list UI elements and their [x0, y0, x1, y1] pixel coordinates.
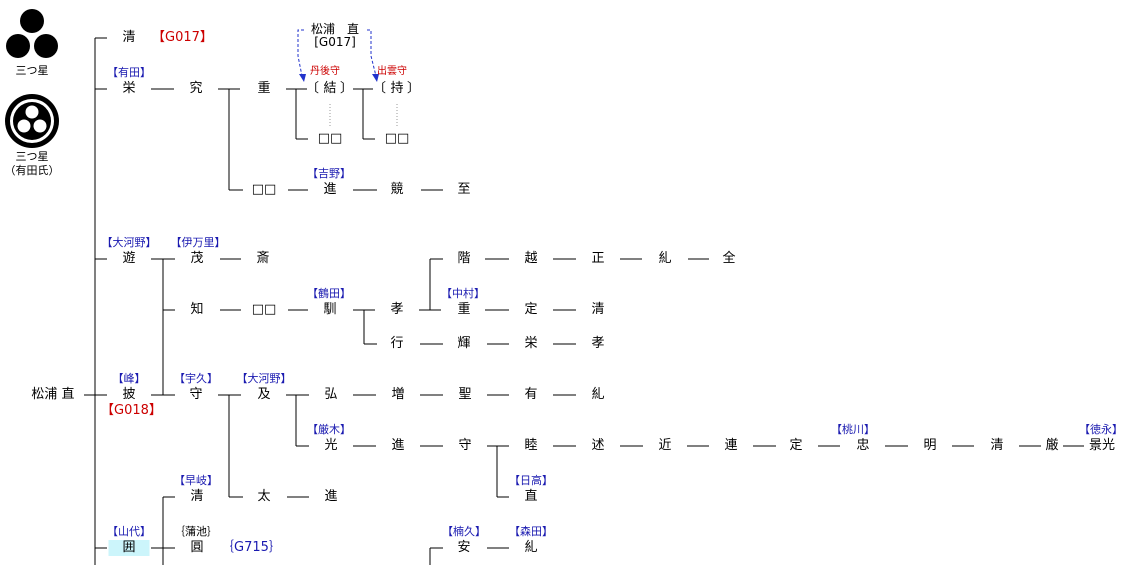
person[interactable]: 述	[591, 438, 605, 453]
bracket-left: 〔	[306, 81, 320, 96]
person-unknown[interactable]: □□	[384, 131, 410, 146]
person[interactable]: 清	[122, 30, 136, 45]
person[interactable]: 知	[190, 302, 204, 317]
title-tango: 丹後守	[310, 66, 340, 77]
person[interactable]: 孝	[390, 302, 404, 317]
person[interactable]: 守	[189, 387, 203, 402]
person[interactable]: 栄	[524, 336, 538, 351]
person[interactable]: 増	[391, 387, 405, 402]
family-tag: 【有田】	[107, 66, 151, 79]
family-tag: 【早岐】	[174, 474, 218, 487]
code-g017: 【G017】	[152, 30, 213, 45]
person[interactable]: 重	[457, 302, 471, 317]
person[interactable]: 及	[257, 387, 271, 402]
family-tag: 【徳永】	[1079, 423, 1123, 436]
bracket-right: 〕	[407, 81, 421, 96]
family-tag: 【桃川】	[831, 423, 875, 436]
three-stars-icon	[6, 9, 58, 58]
person[interactable]: 厳	[1045, 438, 1059, 453]
person[interactable]: 糺	[591, 387, 605, 402]
person[interactable]: 光	[324, 438, 338, 453]
person[interactable]: 馴	[323, 302, 337, 317]
person[interactable]: 栄	[122, 81, 136, 96]
person[interactable]: 定	[789, 438, 803, 453]
person[interactable]: 清	[190, 489, 204, 504]
family-tag: 【大河野】	[101, 236, 157, 249]
family-tag: 【宇久】	[174, 372, 218, 385]
person[interactable]: 明	[923, 438, 937, 453]
person[interactable]: 守	[458, 438, 472, 453]
family-tag: 【峰】	[112, 372, 146, 385]
person[interactable]: 安	[457, 540, 471, 555]
person-highlighted[interactable]: 囲	[108, 540, 150, 556]
family-tag: 【森田】	[509, 525, 553, 538]
crest-caption-clan: （有田氏）	[4, 164, 60, 177]
person[interactable]: 輝	[457, 336, 471, 351]
person[interactable]: 糺	[658, 251, 672, 266]
person[interactable]: 有	[524, 387, 538, 402]
three-stars-in-ring-icon	[5, 94, 59, 148]
person[interactable]: 定	[524, 302, 538, 317]
person[interactable]: 清	[591, 302, 605, 317]
person[interactable]: 究	[189, 81, 203, 96]
bracket-right: 〕	[340, 81, 354, 96]
crest-caption: 三つ星	[15, 64, 49, 77]
person[interactable]: 至	[457, 182, 471, 197]
reference-code: [G017]	[314, 35, 356, 49]
person-unknown[interactable]: □□	[317, 131, 343, 146]
mitsuboshi-crest: 三つ星	[0, 6, 64, 78]
person[interactable]: 太	[257, 489, 271, 504]
person-unknown[interactable]: □□	[251, 302, 277, 317]
person[interactable]: 全	[722, 251, 736, 266]
person[interactable]: 糺	[524, 540, 538, 555]
family-tag: 【山代】	[107, 525, 151, 538]
mitsuboshi-arita-crest: 三つ星 （有田氏）	[0, 92, 64, 178]
family-tag: 【厳木】	[307, 423, 351, 436]
person[interactable]: 孝	[591, 336, 605, 351]
person[interactable]: 近	[658, 438, 672, 453]
person[interactable]: 連	[724, 438, 738, 453]
person[interactable]: 競	[390, 182, 404, 197]
code-g018: 【G018】	[101, 403, 162, 418]
person[interactable]: 聖	[458, 387, 472, 402]
person[interactable]: 弘	[324, 387, 338, 402]
person-unknown[interactable]: □□	[251, 182, 277, 197]
person[interactable]: 正	[591, 251, 605, 266]
family-tag: 【吉野】	[307, 167, 351, 180]
person[interactable]: 景光	[1088, 438, 1116, 453]
bracket-left: 〔	[373, 81, 387, 96]
person[interactable]: 越	[524, 251, 538, 266]
person[interactable]: 睦	[524, 438, 538, 453]
family-tag: 【伊万里】	[170, 236, 226, 249]
person-root[interactable]: 松浦 直	[31, 387, 75, 402]
family-tag: 【中村】	[441, 287, 485, 300]
person[interactable]: 清	[990, 438, 1004, 453]
family-tag: 【日高】	[509, 474, 553, 487]
person[interactable]: 持	[390, 81, 404, 96]
family-tag: ｛蒲池｝	[174, 525, 218, 538]
person[interactable]: 圓	[190, 540, 204, 555]
code-g715: ｛G715｝	[221, 540, 282, 555]
person[interactable]: 進	[391, 438, 405, 453]
person[interactable]: 結	[323, 81, 337, 96]
reference-note: 松浦 直 [G017]	[311, 23, 359, 49]
person[interactable]: 披	[122, 387, 136, 402]
person[interactable]: 進	[324, 489, 338, 504]
person[interactable]: 忠	[856, 438, 870, 453]
crest-caption: 三つ星	[15, 150, 49, 163]
title-izumo: 出雲守	[377, 66, 407, 77]
reference-name: 松浦 直	[310, 22, 360, 36]
family-tag: 【鶴田】	[307, 287, 351, 300]
person[interactable]: 階	[457, 251, 471, 266]
person[interactable]: 行	[390, 336, 404, 351]
person[interactable]: 遊	[122, 251, 136, 266]
person[interactable]: 斎	[256, 251, 270, 266]
person[interactable]: 重	[257, 81, 271, 96]
person[interactable]: 直	[524, 489, 538, 504]
family-tag: 【大河野】	[236, 372, 292, 385]
person[interactable]: 進	[323, 182, 337, 197]
family-tag: 【楠久】	[442, 525, 486, 538]
person[interactable]: 茂	[190, 251, 204, 266]
